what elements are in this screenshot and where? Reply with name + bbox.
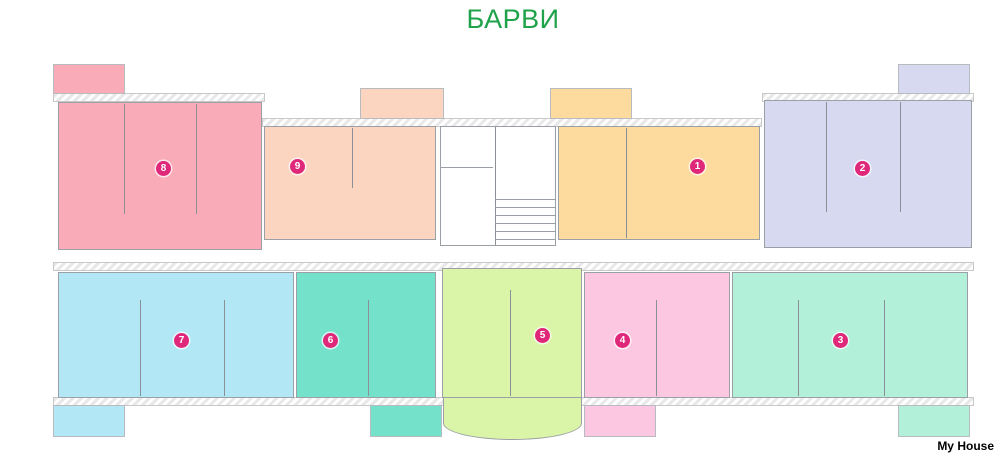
top-wall-left: [53, 93, 265, 102]
apartment-marker-1[interactable]: 1: [690, 159, 705, 174]
apartment-1[interactable]: [558, 126, 760, 240]
apartment-marker-3[interactable]: 3: [833, 333, 848, 348]
partition: [626, 128, 627, 238]
partition: [124, 104, 125, 214]
partition: [368, 300, 369, 396]
balcony-unit-1: [550, 88, 632, 119]
partition: [900, 102, 901, 212]
watermark: My House: [937, 439, 994, 453]
apartment-2[interactable]: [764, 100, 972, 248]
balcony-unit-2: [898, 64, 970, 94]
balcony-unit-5: [443, 398, 582, 440]
partition: [656, 300, 657, 396]
apartment-3[interactable]: [732, 272, 968, 398]
apartment-marker-6[interactable]: 6: [323, 333, 338, 348]
partition: [352, 128, 353, 188]
stairwell: [440, 126, 556, 246]
apartment-marker-5[interactable]: 5: [535, 328, 550, 343]
apartment-marker-7[interactable]: 7: [174, 333, 189, 348]
apartment-8[interactable]: [58, 102, 262, 250]
apartment-7[interactable]: [58, 272, 294, 398]
partition: [140, 300, 141, 396]
apartment-4[interactable]: [584, 272, 730, 398]
partition: [798, 300, 799, 396]
balcony-unit-3: [898, 405, 970, 437]
partition: [196, 104, 197, 214]
apartment-marker-4[interactable]: 4: [615, 333, 630, 348]
apartment-marker-9[interactable]: 9: [290, 159, 305, 174]
partition: [826, 102, 827, 212]
balcony-unit-4: [584, 405, 656, 437]
balcony-unit-7: [53, 405, 125, 437]
floor-plan-title: БАРВИ: [466, 4, 560, 34]
partition: [224, 300, 225, 396]
apartment-marker-8[interactable]: 8: [156, 161, 171, 176]
apartment-5[interactable]: [442, 268, 582, 398]
partition: [884, 300, 885, 396]
apartment-marker-2[interactable]: 2: [855, 161, 870, 176]
balcony-unit-6: [370, 405, 442, 437]
balcony-unit-9: [360, 88, 444, 119]
balcony-unit-8: [53, 64, 125, 94]
apartment-9[interactable]: [264, 126, 436, 240]
apartment-6[interactable]: [296, 272, 436, 398]
partition: [510, 290, 511, 396]
